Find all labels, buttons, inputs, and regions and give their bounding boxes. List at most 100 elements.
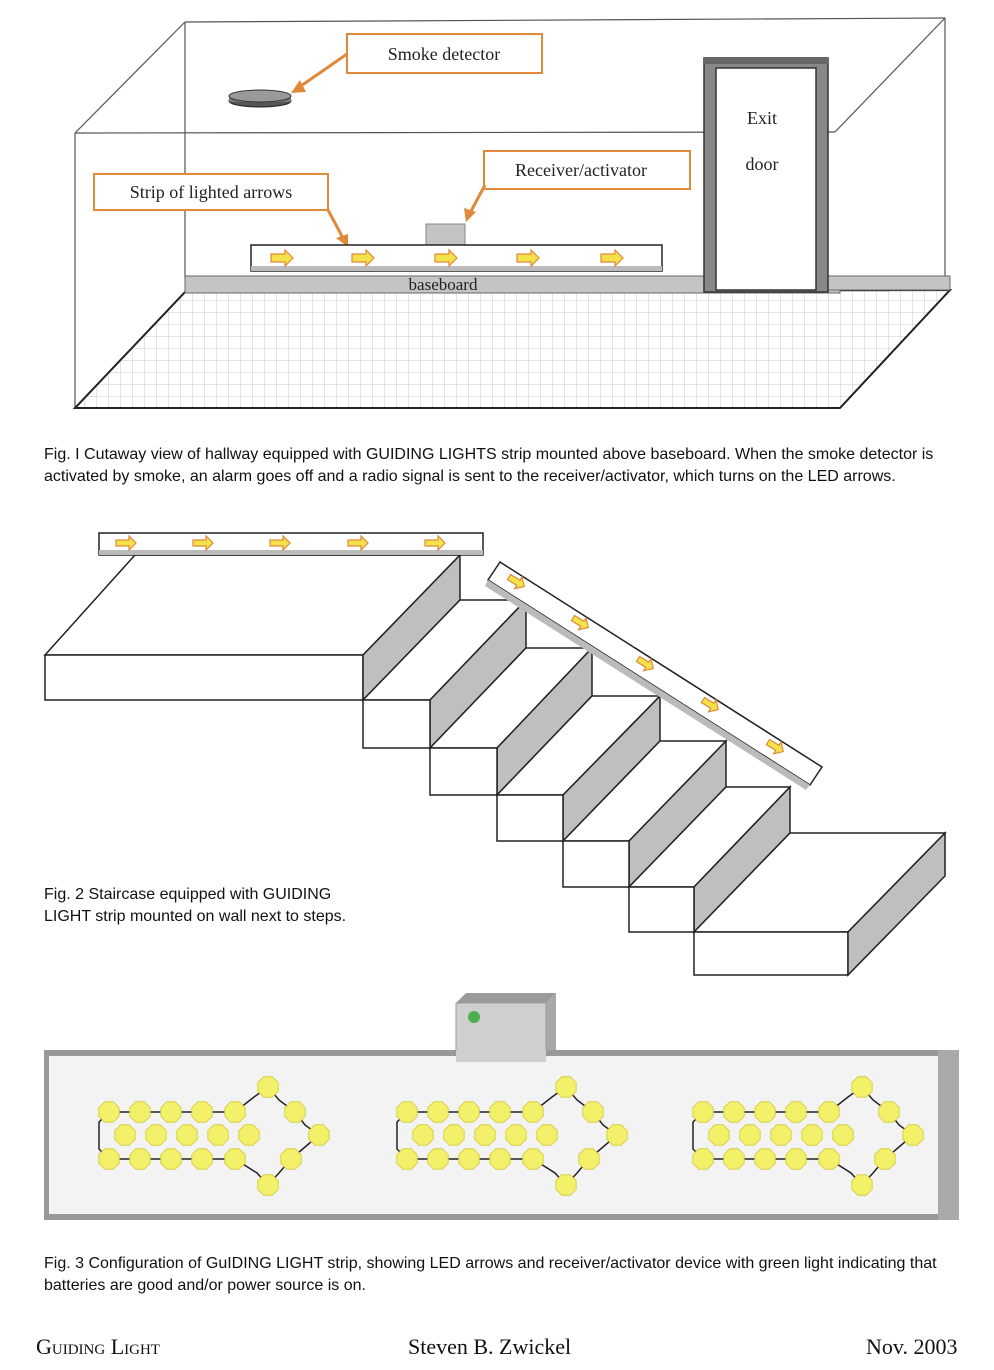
led-bulb bbox=[851, 1174, 873, 1196]
led-bulb bbox=[284, 1101, 306, 1123]
smoke-detector-pointer bbox=[297, 52, 348, 90]
door-label: door bbox=[746, 154, 779, 174]
led-bulb bbox=[224, 1148, 246, 1170]
diagonal-strip-arrows bbox=[506, 573, 784, 755]
led-bulb bbox=[489, 1148, 511, 1170]
strip-label: Strip of lighted arrows bbox=[130, 182, 292, 202]
led-arrow-1 bbox=[98, 1076, 330, 1196]
footer-date: Nov. 2003 bbox=[866, 1334, 958, 1359]
led-bulb bbox=[522, 1148, 544, 1170]
led-bulb bbox=[238, 1124, 260, 1146]
led-bulb bbox=[129, 1101, 151, 1123]
led-bulb bbox=[536, 1124, 558, 1146]
led-arrow-icon bbox=[635, 655, 654, 672]
receiver-activator-device bbox=[425, 223, 466, 246]
led-bulb bbox=[708, 1124, 730, 1146]
led-bulb bbox=[160, 1148, 182, 1170]
receiver-activator-label: Receiver/activator bbox=[515, 160, 647, 180]
led-bulb bbox=[474, 1124, 496, 1146]
smoke-detector-device bbox=[228, 89, 292, 108]
led-bulb bbox=[427, 1101, 449, 1123]
led-bulb bbox=[692, 1148, 714, 1170]
led-bulb bbox=[739, 1124, 761, 1146]
led-arrow-icon bbox=[570, 614, 589, 631]
strip-arrows bbox=[270, 248, 624, 268]
power-indicator-light bbox=[468, 1011, 480, 1023]
led-bulb bbox=[555, 1076, 577, 1098]
led-bulb bbox=[754, 1148, 776, 1170]
led-bulb bbox=[770, 1124, 792, 1146]
strip-callout bbox=[93, 173, 329, 211]
led-bulb bbox=[396, 1101, 418, 1123]
led-arrow-icon bbox=[347, 534, 369, 552]
exit-door bbox=[703, 57, 829, 293]
strip-arrowhead bbox=[336, 234, 348, 247]
led-arrow-icon bbox=[506, 573, 525, 590]
led-bulb bbox=[280, 1148, 302, 1170]
led-arrow-2 bbox=[396, 1076, 628, 1196]
led-bulb bbox=[257, 1076, 279, 1098]
led-bulb bbox=[176, 1124, 198, 1146]
led-bulb bbox=[818, 1148, 840, 1170]
led-bulb bbox=[458, 1148, 480, 1170]
baseboard-right bbox=[819, 275, 951, 291]
led-bulb bbox=[160, 1101, 182, 1123]
led-bulb bbox=[754, 1101, 776, 1123]
led-bulb bbox=[114, 1124, 136, 1146]
led-bulb bbox=[555, 1174, 577, 1196]
led-bulb bbox=[522, 1101, 544, 1123]
led-bulb bbox=[191, 1148, 213, 1170]
led-arrow-icon bbox=[115, 534, 137, 552]
led-bulb bbox=[396, 1148, 418, 1170]
led-bulb bbox=[578, 1148, 600, 1170]
led-bulb bbox=[902, 1124, 924, 1146]
led-bulb bbox=[723, 1101, 745, 1123]
top-strip-arrows bbox=[115, 534, 446, 552]
smoke-detector-label: Smoke detector bbox=[388, 44, 500, 64]
led-arrow-3 bbox=[692, 1076, 924, 1196]
led-bulb bbox=[692, 1101, 714, 1123]
led-bulb bbox=[308, 1124, 330, 1146]
fig1-caption: Fig. I Cutaway view of hallway equipped … bbox=[44, 446, 934, 485]
upper-landing-front bbox=[44, 654, 364, 701]
led-bulb bbox=[224, 1101, 246, 1123]
receiver-pointer bbox=[468, 184, 487, 214]
fig2-caption-line1: Fig. 2 Staircase equipped with GUIDING bbox=[44, 886, 332, 903]
led-bulb bbox=[785, 1148, 807, 1170]
lower-landing-side bbox=[847, 831, 946, 977]
fig2-caption-line2: LIGHT strip mounted on wall next to step… bbox=[44, 908, 347, 925]
led-bulb bbox=[145, 1124, 167, 1146]
strip-pointer bbox=[326, 209, 345, 239]
receiver-arrowhead bbox=[464, 208, 476, 222]
led-bulb bbox=[878, 1101, 900, 1123]
smoke-detector-callout bbox=[346, 33, 543, 74]
led-arrow-icon bbox=[765, 738, 784, 755]
led-arrow-icon bbox=[516, 248, 540, 268]
led-bulb bbox=[801, 1124, 823, 1146]
led-bulb bbox=[98, 1148, 120, 1170]
baseboard-label: baseboard bbox=[409, 275, 478, 294]
led-arrow-icon bbox=[269, 534, 291, 552]
led-bulb bbox=[427, 1148, 449, 1170]
led-bulb bbox=[832, 1124, 854, 1146]
led-bulb bbox=[207, 1124, 229, 1146]
hallway-cutaway-figure: baseboard Exit door Smoke detector Recei… bbox=[72, 17, 953, 409]
led-bulb bbox=[129, 1148, 151, 1170]
led-bulb bbox=[582, 1101, 604, 1123]
led-arrow-icon bbox=[434, 248, 458, 268]
led-bulb bbox=[489, 1101, 511, 1123]
led-bulb bbox=[818, 1101, 840, 1123]
led-arrow-icon bbox=[424, 534, 446, 552]
led-arrow-icon bbox=[270, 248, 294, 268]
led-arrow-icon bbox=[700, 696, 719, 713]
led-bulb bbox=[412, 1124, 434, 1146]
fig3-caption: Fig. 3 Configuration of GuIDING LIGHT st… bbox=[44, 1255, 937, 1294]
led-bulb bbox=[723, 1148, 745, 1170]
steps bbox=[361, 598, 792, 934]
led-bulb bbox=[257, 1174, 279, 1196]
led-bulb bbox=[874, 1148, 896, 1170]
led-arrow-icon bbox=[351, 248, 375, 268]
led-bulb bbox=[443, 1124, 465, 1146]
led-bulb bbox=[98, 1101, 120, 1123]
led-strip-configuration-figure bbox=[44, 993, 959, 1220]
